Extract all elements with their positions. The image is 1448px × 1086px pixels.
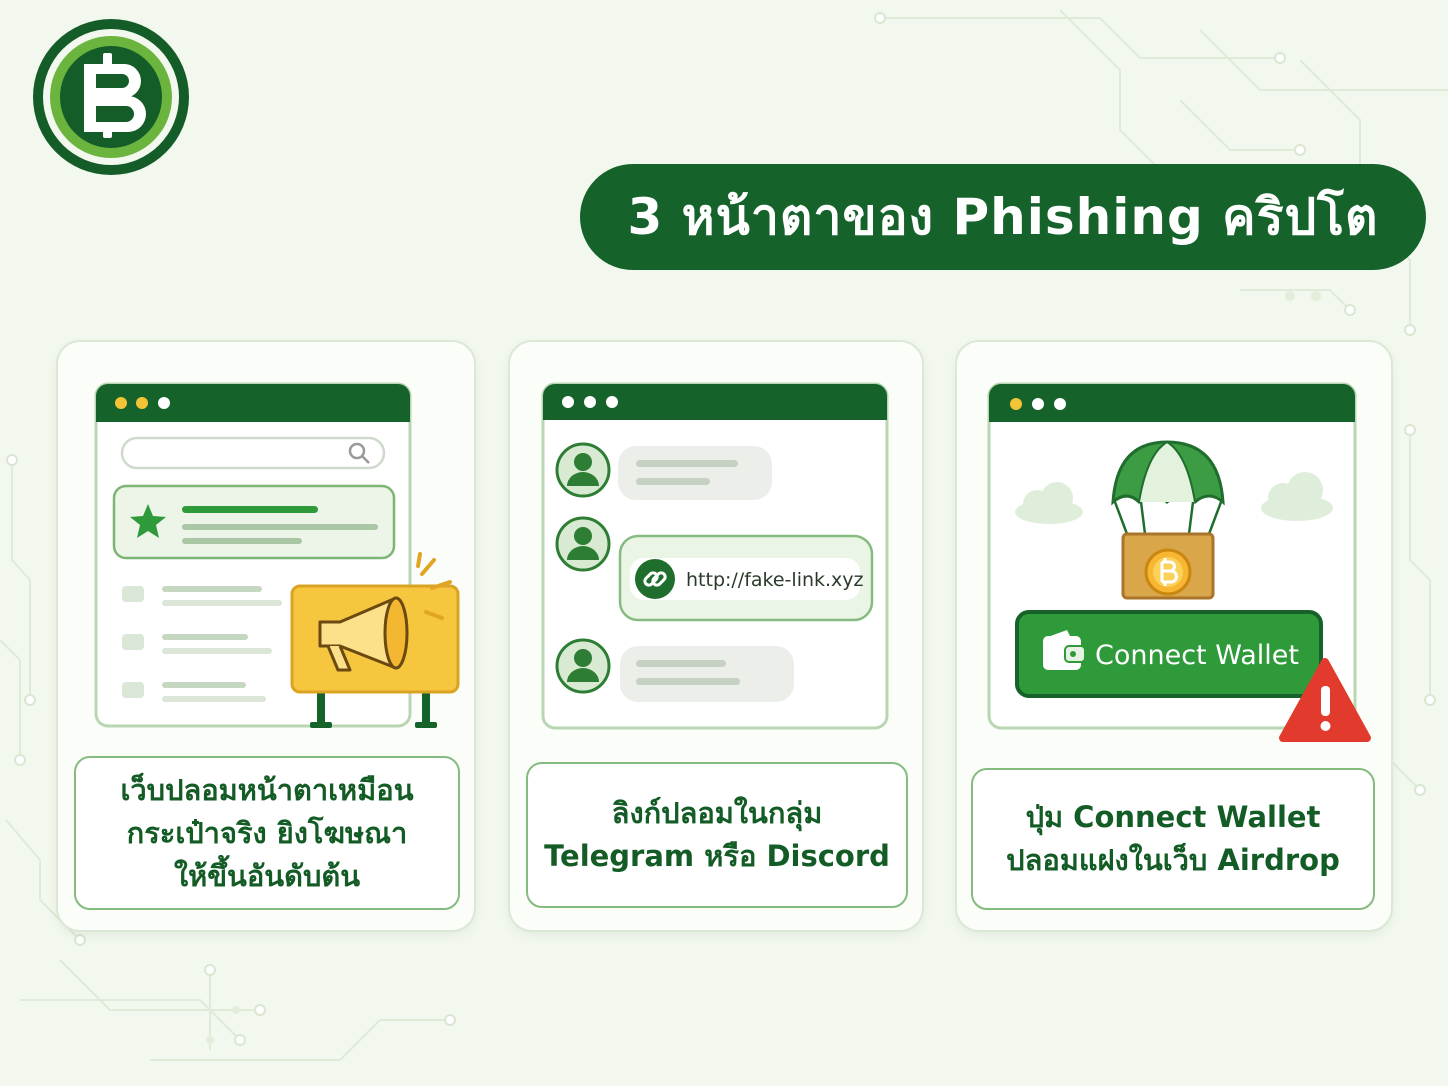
- ad-billboard: [290, 552, 460, 728]
- link-icon: [635, 559, 675, 599]
- warning-icon: [1279, 658, 1371, 742]
- fake-link-url: http://fake-link.xyz: [686, 569, 864, 591]
- user-avatar-icon: [555, 516, 611, 572]
- user-avatar-icon: [555, 638, 611, 694]
- caption-fake-connect-wallet: ปุ่ม Connect Wallet ปลอมแฝงในเว็บ Airdro…: [971, 768, 1375, 910]
- search-icon: [348, 442, 370, 464]
- caption-line-3: ให้ขึ้นอันดับต้น: [173, 858, 361, 893]
- airdrop-illustration: Connect Wallet: [987, 382, 1371, 742]
- connect-wallet-label: Connect Wallet: [1095, 640, 1299, 671]
- brand-logo: [33, 19, 189, 175]
- page-title: 3 หน้าตาของ Phishing คริปโต: [627, 187, 1379, 246]
- caption-line-2: Telegram หรือ Discord: [544, 839, 890, 873]
- connect-wallet-button[interactable]: Connect Wallet: [1015, 610, 1323, 698]
- chat-illustration: http://fake-link.xyz: [541, 382, 889, 730]
- caption-line-2: กระเป๋าจริง ยิงโฆษณา: [126, 815, 408, 850]
- caption-fake-website: เว็บปลอมหน้าตาเหมือน กระเป๋าจริง ยิงโฆษณ…: [74, 756, 460, 910]
- bitcoin-icon: [1144, 548, 1192, 596]
- fake-website-illustration: [94, 382, 460, 728]
- caption-line-1: เว็บปลอมหน้าตาเหมือน: [120, 772, 414, 807]
- card-fake-website: เว็บปลอมหน้าตาเหมือน กระเป๋าจริง ยิงโฆษณ…: [56, 340, 476, 932]
- star-icon: [130, 504, 166, 538]
- user-avatar-icon: [555, 442, 611, 498]
- wallet-icon: [1043, 630, 1086, 670]
- caption-line-2: ปลอมแฝงในเว็บ Airdrop: [1006, 843, 1340, 877]
- caption-fake-link: ลิงก์ปลอมในกลุ่ม Telegram หรือ Discord: [526, 762, 908, 908]
- megaphone-icon: [318, 596, 409, 672]
- parachute-icon: [1111, 440, 1225, 535]
- card-fake-connect-wallet: Connect Wallet ปุ่ม Connect Wallet ปลอมแ…: [955, 340, 1393, 932]
- caption-line-1: ลิงก์ปลอมในกลุ่ม: [611, 796, 823, 830]
- caption-line-1: ปุ่ม Connect Wallet: [1025, 800, 1321, 834]
- page-title-banner: 3 หน้าตาของ Phishing คริปโต: [580, 164, 1426, 270]
- card-fake-link-chat: http://fake-link.xyz ลิงก์ปลอมในกลุ่ม Te…: [508, 340, 924, 932]
